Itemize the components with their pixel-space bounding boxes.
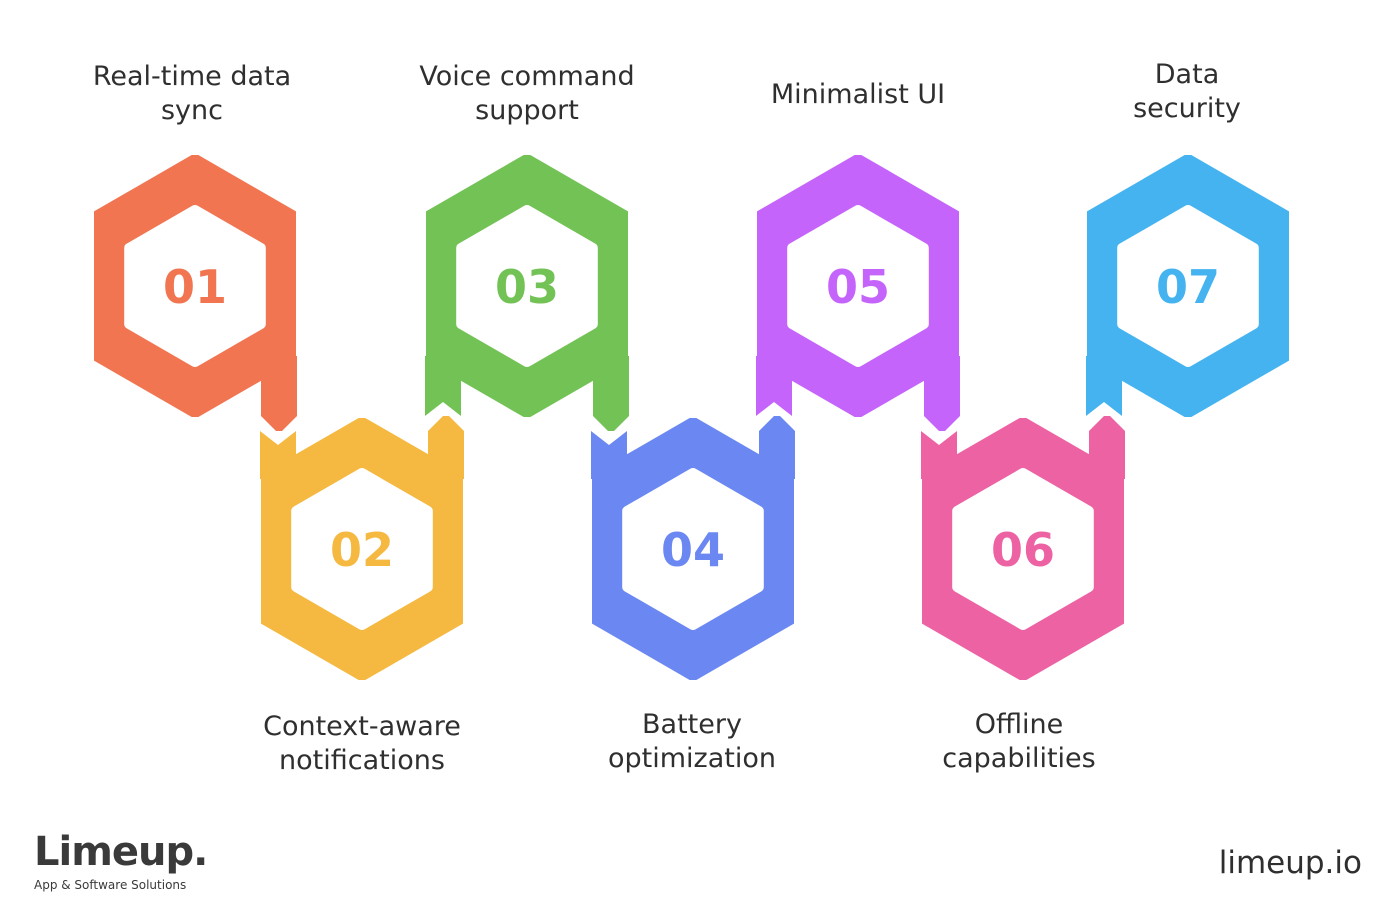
hexagon-inner xyxy=(622,468,764,630)
step-number-05: 05 xyxy=(826,260,890,314)
connector-tip xyxy=(924,416,960,434)
step-number-01: 01 xyxy=(163,260,227,314)
step-hexagon-02: 02 xyxy=(260,413,464,680)
step-hexagon-04: 04 xyxy=(591,413,795,680)
connector-notch xyxy=(425,402,461,416)
step-label-01: Real-time data sync xyxy=(92,61,292,126)
step-label-04: Battery optimization xyxy=(608,709,776,774)
connector-arm xyxy=(924,356,960,416)
connector-tip xyxy=(428,413,464,431)
step-number-03: 03 xyxy=(495,260,559,314)
step-number-07: 07 xyxy=(1156,260,1220,314)
connector-arm xyxy=(261,356,297,416)
hexagon-inner xyxy=(952,468,1094,630)
step-hexagon-03: 03 xyxy=(425,155,629,434)
connector-tip xyxy=(261,416,297,434)
step-number-04: 04 xyxy=(661,523,725,577)
step-label-02: Context-aware notifications xyxy=(263,711,461,776)
hexagon-inner xyxy=(787,205,929,367)
connector-arm xyxy=(593,356,629,416)
connector-tip xyxy=(593,416,629,434)
connector-arm xyxy=(428,431,464,479)
connector-arm xyxy=(759,431,795,479)
connector-notch xyxy=(921,431,957,445)
step-label-05: Minimalist UI xyxy=(770,79,946,110)
connector-arm xyxy=(1089,431,1125,479)
hexagon-inner xyxy=(124,205,266,367)
connector-tip xyxy=(759,413,795,431)
hexagon-inner xyxy=(291,468,433,630)
step-label-03: Voice command support xyxy=(419,61,635,126)
step-hexagon-06: 06 xyxy=(921,413,1125,680)
step-label-07: Data security xyxy=(1133,59,1241,124)
connector-notch xyxy=(756,402,792,416)
brand-tagline: App & Software Solutions xyxy=(34,878,187,892)
step-hexagon-01: 01 xyxy=(94,155,297,434)
brand-logo: Limeup. App & Software Solutions xyxy=(34,828,208,892)
connector-notch xyxy=(1086,402,1122,416)
connector-notch xyxy=(591,431,627,445)
connector-notch xyxy=(260,431,296,445)
step-hexagon-07: 07 xyxy=(1086,155,1289,417)
hexagon-inner xyxy=(456,205,598,367)
step-number-02: 02 xyxy=(330,523,394,577)
site-url[interactable]: limeup.io xyxy=(1218,845,1362,881)
step-number-06: 06 xyxy=(991,523,1055,577)
step-label-06: Offline capabilities xyxy=(942,709,1096,774)
brand-name: Limeup. xyxy=(34,829,208,875)
connector-tip xyxy=(1089,413,1125,431)
hexagon-inner xyxy=(1117,205,1259,367)
step-hexagon-05: 05 xyxy=(756,155,960,434)
